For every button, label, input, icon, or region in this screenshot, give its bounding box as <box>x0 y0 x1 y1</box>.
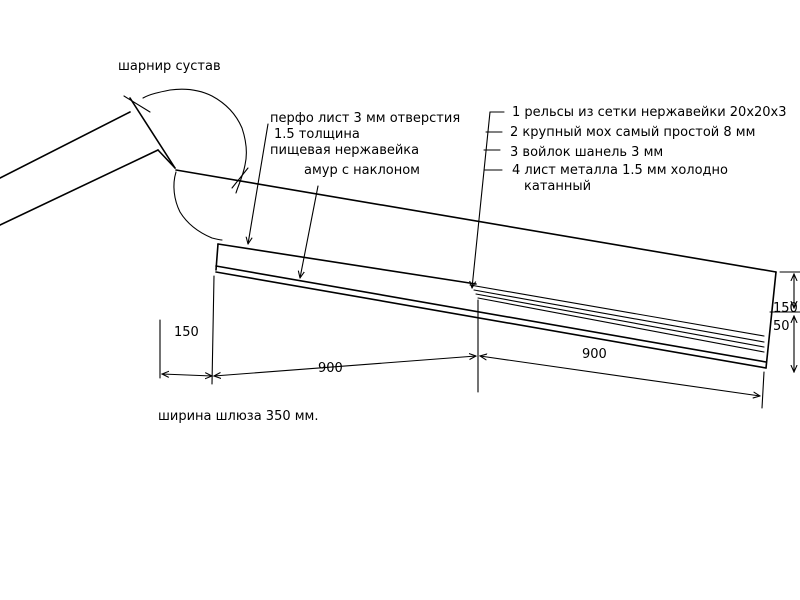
leader-layer1 <box>472 111 491 288</box>
label-layer2: 2 крупный мох самый простой 8 мм <box>510 125 755 140</box>
dim-arrow-900-a <box>214 356 476 376</box>
tray-body <box>175 169 777 369</box>
label-perf-line2: 1.5 толщина <box>274 127 360 142</box>
label-width-note: ширина шлюза 350 мм. <box>158 409 319 424</box>
leader-perf <box>248 123 269 244</box>
dim-ext-right <box>761 371 765 409</box>
dim-ext-left-inner <box>211 275 215 385</box>
hinge-joint-lower <box>173 171 223 241</box>
label-perf-line3: пищевая нержавейка <box>270 143 419 158</box>
label-amur: амур с наклоном <box>304 163 420 178</box>
label-joint: шарнир сустав <box>118 59 221 74</box>
dim-label-50-right: 50 <box>773 319 790 334</box>
hinge-joint <box>142 88 247 194</box>
label-layer3: 3 войлок шанель 3 мм <box>510 145 663 160</box>
upper-arm <box>0 97 176 226</box>
dim-label-900-b: 900 <box>582 347 607 362</box>
dim-arrow-900-b <box>480 356 760 396</box>
label-layer1: 1 рельсы из сетки нержавейки 20х20х3 <box>512 105 787 120</box>
leader-amur <box>300 185 319 278</box>
hinge-tick <box>231 167 249 189</box>
dim-label-150-left: 150 <box>174 325 199 340</box>
dim-label-900-a: 900 <box>318 361 343 376</box>
label-layer4-line2: катанный <box>524 179 591 194</box>
dim-arrow-150 <box>162 374 212 376</box>
leader-joint <box>123 95 151 113</box>
label-layer4-line1: 4 лист металла 1.5 мм холодно <box>512 163 728 178</box>
label-perf-line1: перфо лист 3 мм отверстия <box>270 111 460 126</box>
dim-label-150-right: 150 <box>773 301 798 316</box>
